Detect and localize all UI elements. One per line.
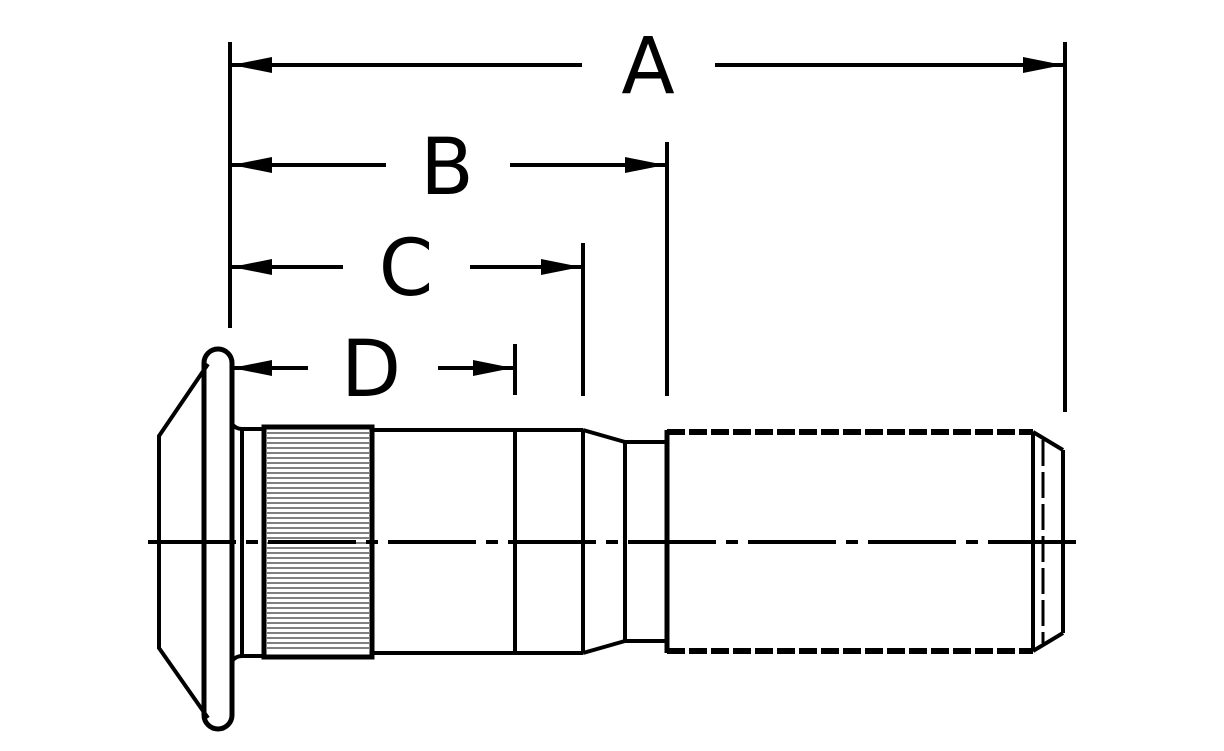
stud-head-flange bbox=[201, 346, 235, 732]
tip-chamfer-bottom bbox=[1031, 631, 1065, 653]
stud-body bbox=[157, 346, 1065, 732]
dimension-b-label: B bbox=[420, 123, 474, 213]
dimension-d-label: D bbox=[341, 325, 401, 415]
dimension-d: D bbox=[232, 325, 513, 415]
taper-top-edge bbox=[582, 428, 626, 444]
dimension-b: B bbox=[232, 123, 665, 213]
dimension-c-label: C bbox=[379, 224, 433, 314]
dimension-a-label: A bbox=[621, 22, 674, 112]
extension-lines bbox=[228, 42, 1067, 412]
dimension-a: A bbox=[232, 22, 1063, 112]
taper-bottom-edge bbox=[582, 639, 626, 655]
tip-chamfer-top bbox=[1031, 430, 1065, 452]
dimension-c: C bbox=[232, 224, 581, 314]
knurl-pattern bbox=[267, 432, 369, 649]
